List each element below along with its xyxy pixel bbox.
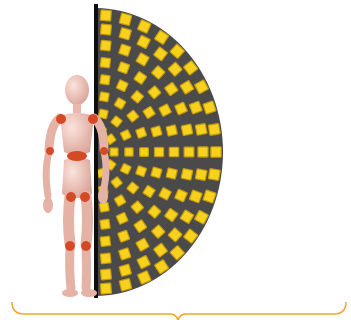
panel-tile <box>184 147 194 157</box>
panel-tile <box>151 126 162 137</box>
panel-tile <box>125 148 133 156</box>
semicircular-tile-panel <box>95 4 223 298</box>
panel-tile <box>166 125 177 136</box>
panel-tile <box>110 148 118 156</box>
panel-tile <box>195 123 207 135</box>
panel-tile <box>100 283 111 294</box>
panel-tile <box>100 10 111 21</box>
panel-tile <box>100 40 111 51</box>
bottom-brace <box>12 302 346 320</box>
panel-tile <box>211 147 221 157</box>
panel-tile <box>99 92 109 102</box>
panel-tile <box>100 236 110 246</box>
panel-tile <box>119 264 131 276</box>
panel-tile <box>119 44 131 56</box>
panel-tile <box>208 123 220 135</box>
panel-tile <box>208 168 220 180</box>
panel-tile <box>151 167 162 178</box>
panel-tile <box>119 27 131 39</box>
panel-tile <box>195 169 207 181</box>
panel-tile <box>181 124 193 136</box>
panel-tile <box>155 148 164 157</box>
mannequin-head <box>65 75 89 105</box>
panel-tile <box>100 24 111 35</box>
panel-tile <box>140 148 149 157</box>
panel-tile <box>169 147 178 156</box>
panel-tile <box>181 168 193 180</box>
panel-tile <box>100 57 110 67</box>
panel-tile <box>100 75 110 85</box>
panel-tile <box>119 13 132 26</box>
panel-tile <box>166 168 177 179</box>
panel-tile <box>100 269 111 280</box>
panel-tile <box>119 248 131 260</box>
panel-tile <box>198 147 208 157</box>
panel-tile <box>100 219 110 229</box>
panel-tile <box>100 253 111 264</box>
panel-tile <box>119 278 132 291</box>
